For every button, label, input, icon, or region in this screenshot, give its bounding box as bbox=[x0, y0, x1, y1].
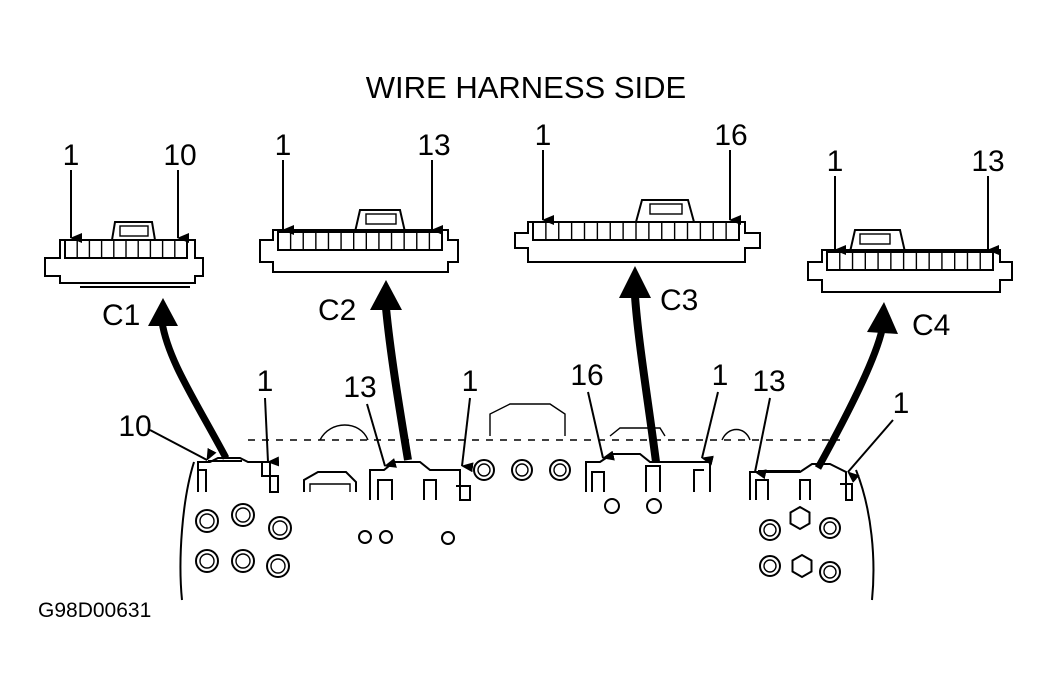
connector-c3: 1 16 C3 bbox=[514, 119, 761, 317]
board-hole-inner bbox=[270, 558, 286, 574]
c2-cavities bbox=[289, 232, 431, 250]
board-hole bbox=[819, 517, 841, 539]
board-hole bbox=[195, 509, 219, 533]
board-hole-inner bbox=[199, 513, 215, 529]
board-hole bbox=[759, 555, 781, 577]
board-hole bbox=[441, 531, 455, 545]
c2-pin-start-label: 1 bbox=[275, 129, 292, 162]
board-c4-left-label: 13 bbox=[752, 365, 785, 398]
board-hole-inner bbox=[199, 553, 215, 569]
board-c3-right-label: 1 bbox=[712, 359, 729, 392]
board-hole bbox=[358, 530, 372, 544]
c4-label: C4 bbox=[912, 309, 950, 342]
board-hole bbox=[231, 549, 255, 573]
board-hole-inner bbox=[763, 523, 777, 537]
board-hole-inner bbox=[515, 463, 529, 477]
cluster-board bbox=[179, 403, 875, 601]
figure-code: G98D00631 bbox=[38, 599, 151, 622]
diagram-title: WIRE HARNESS SIDE bbox=[366, 70, 686, 105]
board-hole bbox=[266, 554, 290, 578]
connector-c4: 1 13 C4 bbox=[807, 145, 1013, 342]
board-hole bbox=[231, 503, 255, 527]
board-c1-right-label: 1 bbox=[257, 365, 274, 398]
board-hole bbox=[604, 498, 620, 514]
connector-c1: 1 10 C1 bbox=[44, 139, 204, 332]
board-hex-nut bbox=[789, 505, 811, 531]
mating-arrows bbox=[148, 266, 898, 470]
c4-pin-start-label: 1 bbox=[827, 145, 844, 178]
c4-mating-arrow bbox=[814, 329, 886, 470]
c2-label: C2 bbox=[318, 294, 356, 327]
board-hole bbox=[819, 561, 841, 583]
board-c2-left-label: 13 bbox=[343, 371, 376, 404]
board-hole bbox=[549, 459, 571, 481]
board-hole-inner bbox=[823, 565, 837, 579]
board-hole bbox=[511, 459, 533, 481]
c2-mating-arrow bbox=[382, 307, 412, 461]
connector-c2: 1 13 C2 bbox=[259, 129, 459, 327]
c3-pin-end-label: 16 bbox=[714, 119, 747, 152]
board-hole-inner bbox=[763, 559, 777, 573]
board-hole-inner bbox=[235, 553, 251, 569]
c3-cavities bbox=[545, 222, 727, 240]
board-hole bbox=[759, 519, 781, 541]
c3-pin-start-label: 1 bbox=[535, 119, 552, 152]
board-holes bbox=[195, 459, 841, 583]
board-hole-inner bbox=[553, 463, 567, 477]
c1-cavities bbox=[76, 240, 176, 258]
c2-pin-end-label: 13 bbox=[417, 129, 450, 162]
board-c1-left-label: 10 bbox=[118, 410, 151, 443]
board-leaders bbox=[149, 391, 894, 483]
c1-mating-arrow bbox=[158, 321, 230, 460]
c3-mating-arrow bbox=[631, 295, 660, 463]
board-hole bbox=[646, 498, 662, 514]
c1-pin-end-label: 10 bbox=[163, 139, 196, 172]
board-hole bbox=[379, 530, 393, 544]
c1-pin-start-label: 1 bbox=[63, 139, 80, 172]
board-c4-right-label: 1 bbox=[893, 387, 910, 420]
board-hole bbox=[195, 549, 219, 573]
board-c3-left-label: 16 bbox=[570, 359, 603, 392]
board-c2-right-label: 1 bbox=[462, 365, 479, 398]
board-hole-inner bbox=[823, 521, 837, 535]
board-hex-nut bbox=[791, 553, 813, 579]
board-hole bbox=[268, 516, 292, 540]
board-hole-inner bbox=[272, 520, 288, 536]
c4-cavities bbox=[839, 252, 981, 270]
board-hole-inner bbox=[477, 463, 491, 477]
board-hole bbox=[473, 459, 495, 481]
board-hole-inner bbox=[235, 507, 251, 523]
c1-label: C1 bbox=[102, 299, 140, 332]
c3-label: C3 bbox=[660, 284, 698, 317]
c4-pin-end-label: 13 bbox=[971, 145, 1004, 178]
